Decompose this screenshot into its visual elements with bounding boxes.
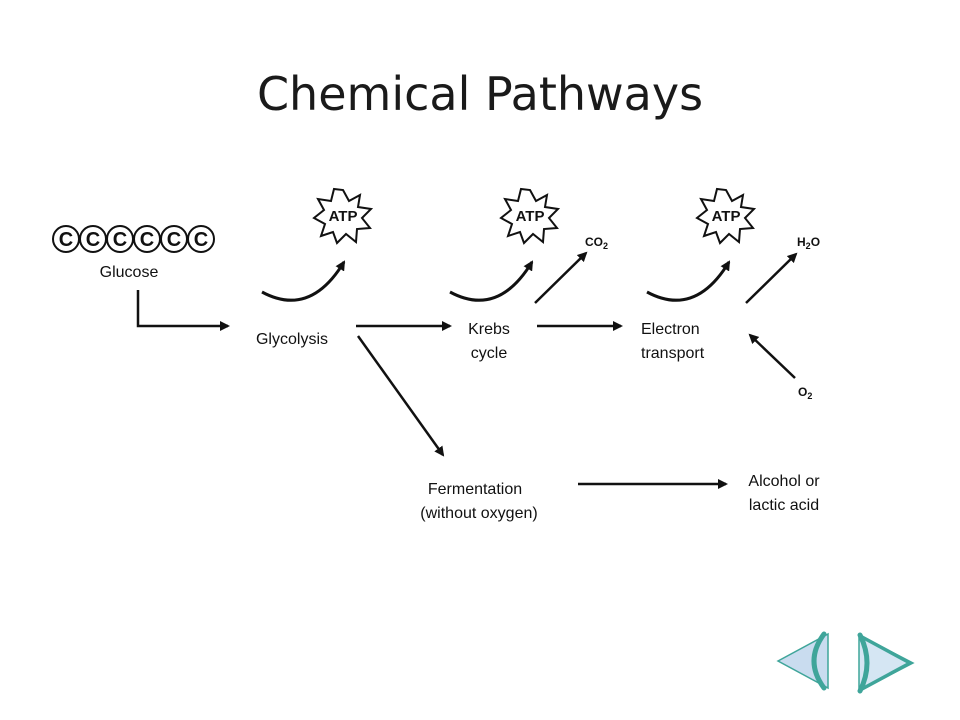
- svg-text:C: C: [113, 229, 127, 251]
- h2o-label: H2O: [797, 235, 820, 251]
- glucose-label: Glucose: [100, 264, 159, 281]
- svg-text:C: C: [86, 229, 100, 251]
- electron-transport-label: Electron transport: [641, 321, 705, 362]
- svg-text:cycle: cycle: [471, 345, 508, 362]
- carbon-atom: C: [187, 225, 215, 253]
- forward-button[interactable]: [852, 630, 918, 696]
- svg-text:Fermentation: Fermentation: [428, 481, 522, 498]
- svg-text:ATP: ATP: [516, 208, 545, 225]
- slide-title: Chemical Pathways: [256, 67, 704, 121]
- svg-text:ATP: ATP: [712, 208, 741, 225]
- svg-text:transport: transport: [641, 345, 705, 362]
- svg-text:C: C: [59, 229, 73, 251]
- atp-burst-icon: ATP: [695, 187, 757, 245]
- glycolysis-label: Glycolysis: [256, 331, 328, 348]
- co2-release-arrow: [534, 251, 588, 304]
- carbon-atom: C: [106, 225, 134, 253]
- atp-curve-arrow: [646, 260, 731, 302]
- svg-text:Alcohol or: Alcohol or: [748, 473, 820, 490]
- krebs-cycle-label: Krebs cycle: [468, 321, 510, 362]
- carbon-atom: C: [160, 225, 188, 253]
- o2-label: O2: [798, 385, 812, 401]
- svg-text:(without oxygen): (without oxygen): [420, 505, 537, 522]
- fermentation-label: Fermentation (without oxygen): [420, 481, 537, 522]
- svg-text:ATP: ATP: [329, 208, 358, 225]
- back-button[interactable]: [774, 630, 834, 692]
- h2o-release-arrow: [745, 252, 798, 304]
- svg-text:lactic acid: lactic acid: [749, 497, 819, 514]
- svg-text:C: C: [167, 229, 181, 251]
- glucose-to-glycolysis-arrow: [136, 290, 230, 331]
- o2-input-arrow: [748, 333, 796, 379]
- alcohol-lactic-acid-label: Alcohol or lactic acid: [748, 473, 820, 514]
- svg-text:Electron: Electron: [641, 321, 700, 338]
- atp-burst-icon: ATP: [312, 187, 374, 245]
- svg-text:Krebs: Krebs: [468, 321, 510, 338]
- carbon-atom: C: [52, 225, 80, 253]
- glycolysis-to-fermentation-arrow: [356, 335, 445, 457]
- carbon-atom: C: [79, 225, 107, 253]
- atp-curve-arrow: [449, 260, 534, 302]
- carbon-atom: C: [133, 225, 161, 253]
- svg-text:C: C: [140, 229, 154, 251]
- co2-label: CO2: [585, 235, 608, 251]
- glucose-molecule: C C C C C C: [52, 225, 215, 253]
- atp-burst-icon: ATP: [499, 187, 561, 245]
- atp-curve-arrow: [261, 260, 346, 302]
- svg-text:C: C: [194, 229, 208, 251]
